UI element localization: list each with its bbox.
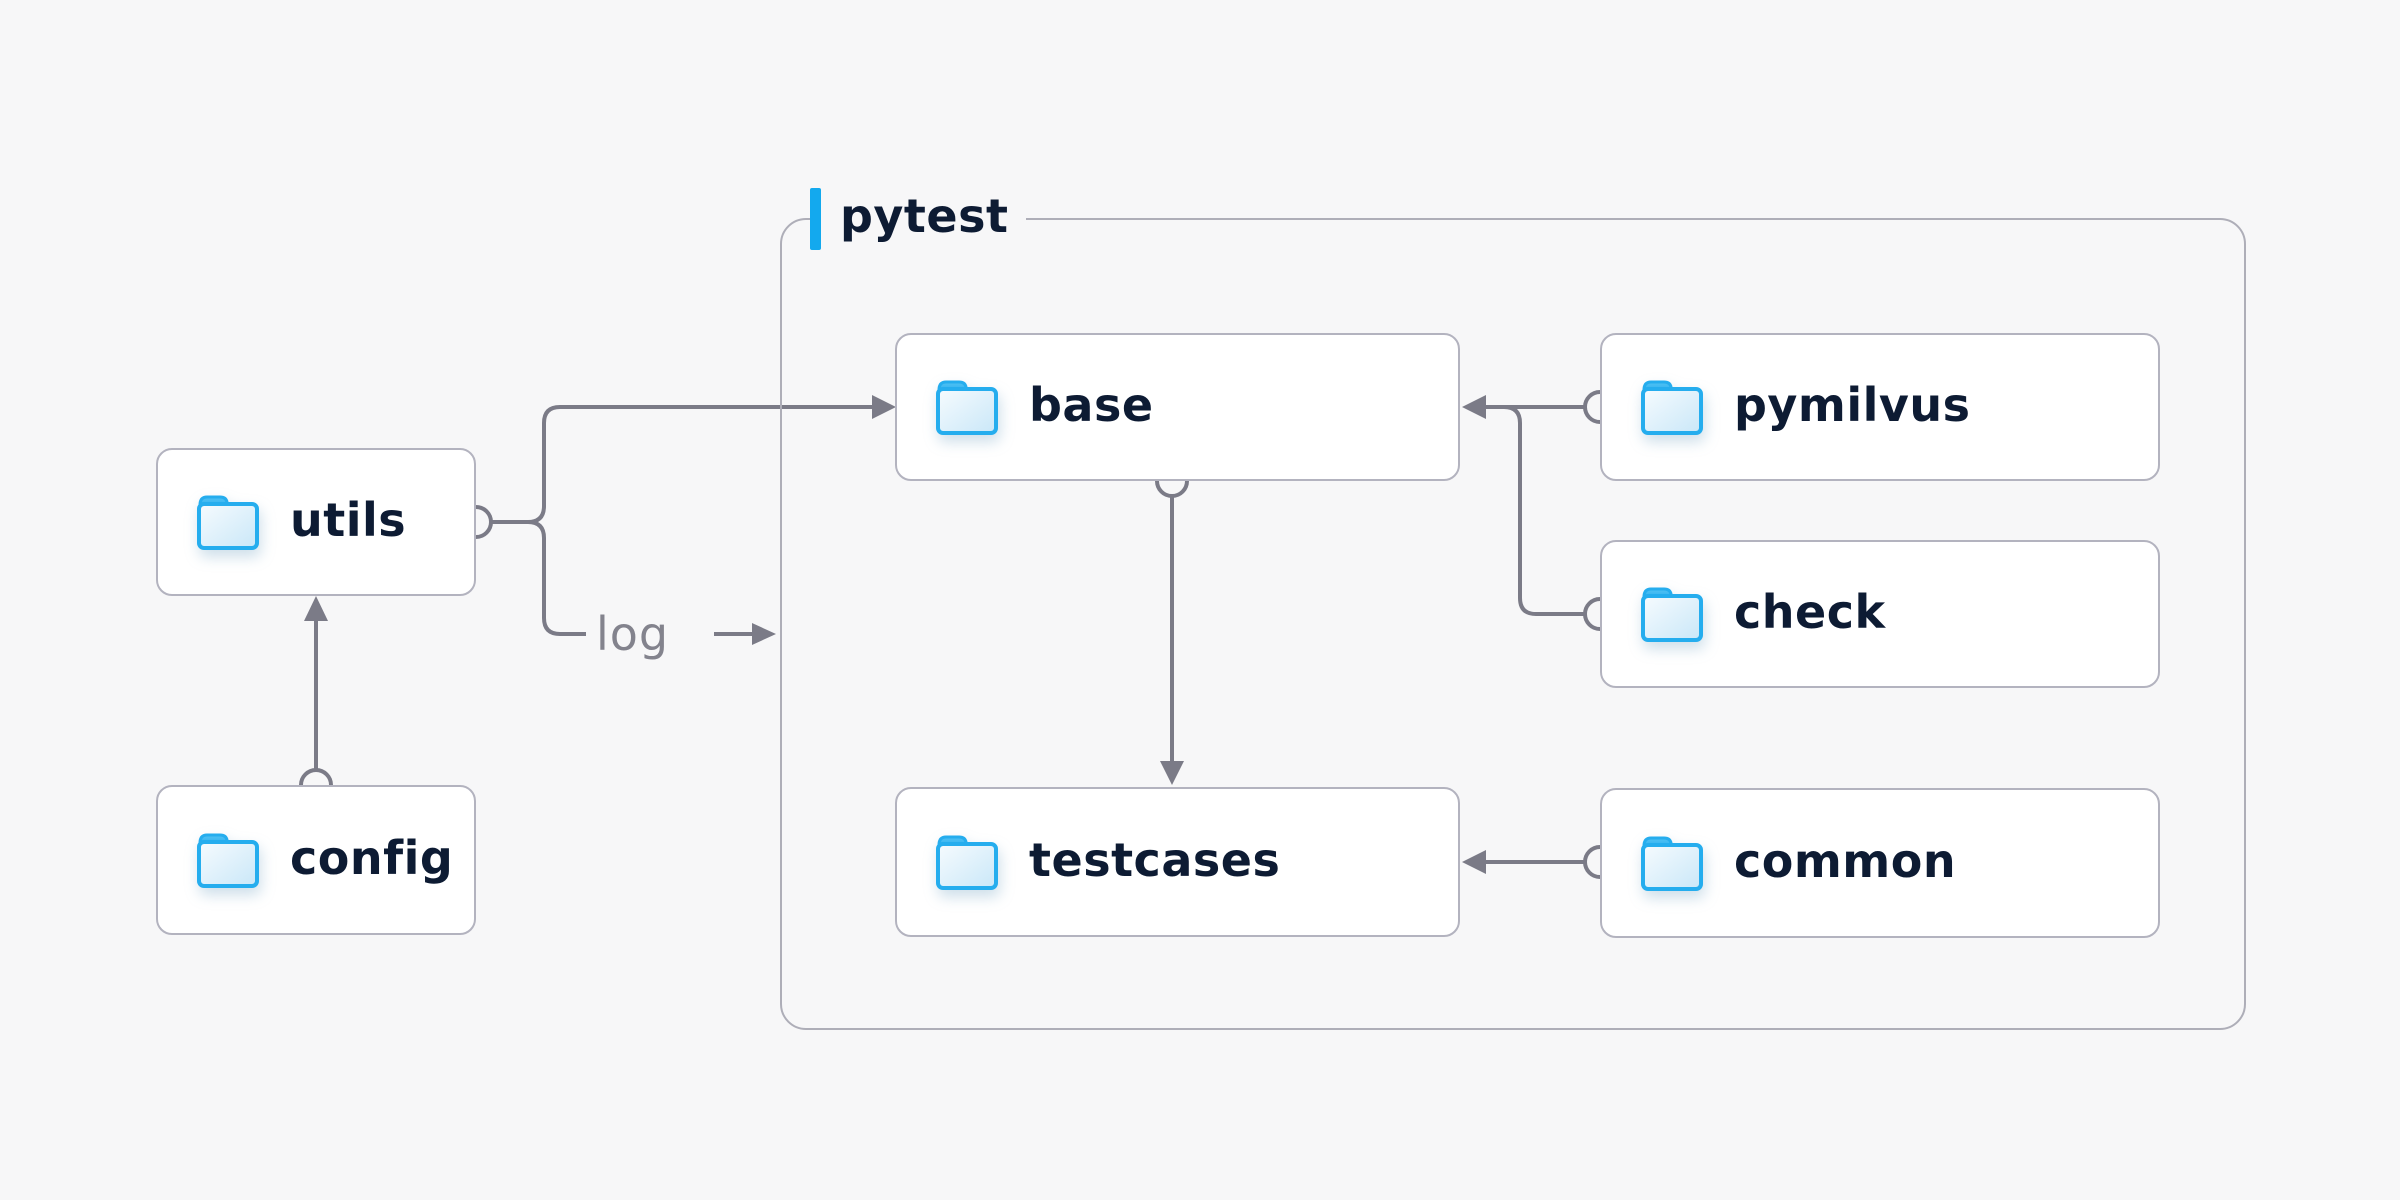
- node-label: base: [1029, 378, 1154, 432]
- node-base: base: [895, 333, 1460, 481]
- folder-icon: [1640, 585, 1704, 643]
- node-common: common: [1600, 788, 2160, 938]
- arrowhead-utils-base: [872, 395, 896, 419]
- node-label: pymilvus: [1734, 378, 1971, 432]
- folder-icon: [196, 493, 260, 551]
- arrowhead-config-utils: [304, 596, 328, 621]
- folder-icon: [935, 833, 999, 891]
- node-label: testcases: [1029, 833, 1281, 887]
- log-wire-label: log: [596, 607, 670, 661]
- arrowhead-common-testcases: [1462, 850, 1486, 874]
- arrowhead-pymilvus-base: [1462, 395, 1486, 419]
- edge-utils-base: [527, 405, 874, 524]
- folder-icon: [196, 831, 260, 889]
- node-utils: utils: [156, 448, 476, 596]
- node-label: utils: [290, 493, 407, 547]
- pytest-group-label: pytest: [810, 185, 1027, 253]
- folder-icon: [1640, 834, 1704, 892]
- pytest-group-container: pytest: [780, 185, 2246, 1030]
- node-label: common: [1734, 834, 1957, 888]
- arrowhead-base-testcases: [1160, 761, 1184, 785]
- node-config: config: [156, 785, 476, 935]
- node-pymilvus: pymilvus: [1600, 333, 2160, 481]
- edge-utils-log: [527, 520, 586, 636]
- folder-icon: [1640, 378, 1704, 436]
- group-title: pytest: [840, 189, 1009, 243]
- arrowhead-log: [752, 623, 776, 645]
- accent-bar-icon: [810, 188, 821, 250]
- folder-icon: [935, 378, 999, 436]
- node-label: check: [1734, 585, 1886, 639]
- node-label: config: [290, 831, 454, 885]
- node-check: check: [1600, 540, 2160, 688]
- node-testcases: testcases: [895, 787, 1460, 937]
